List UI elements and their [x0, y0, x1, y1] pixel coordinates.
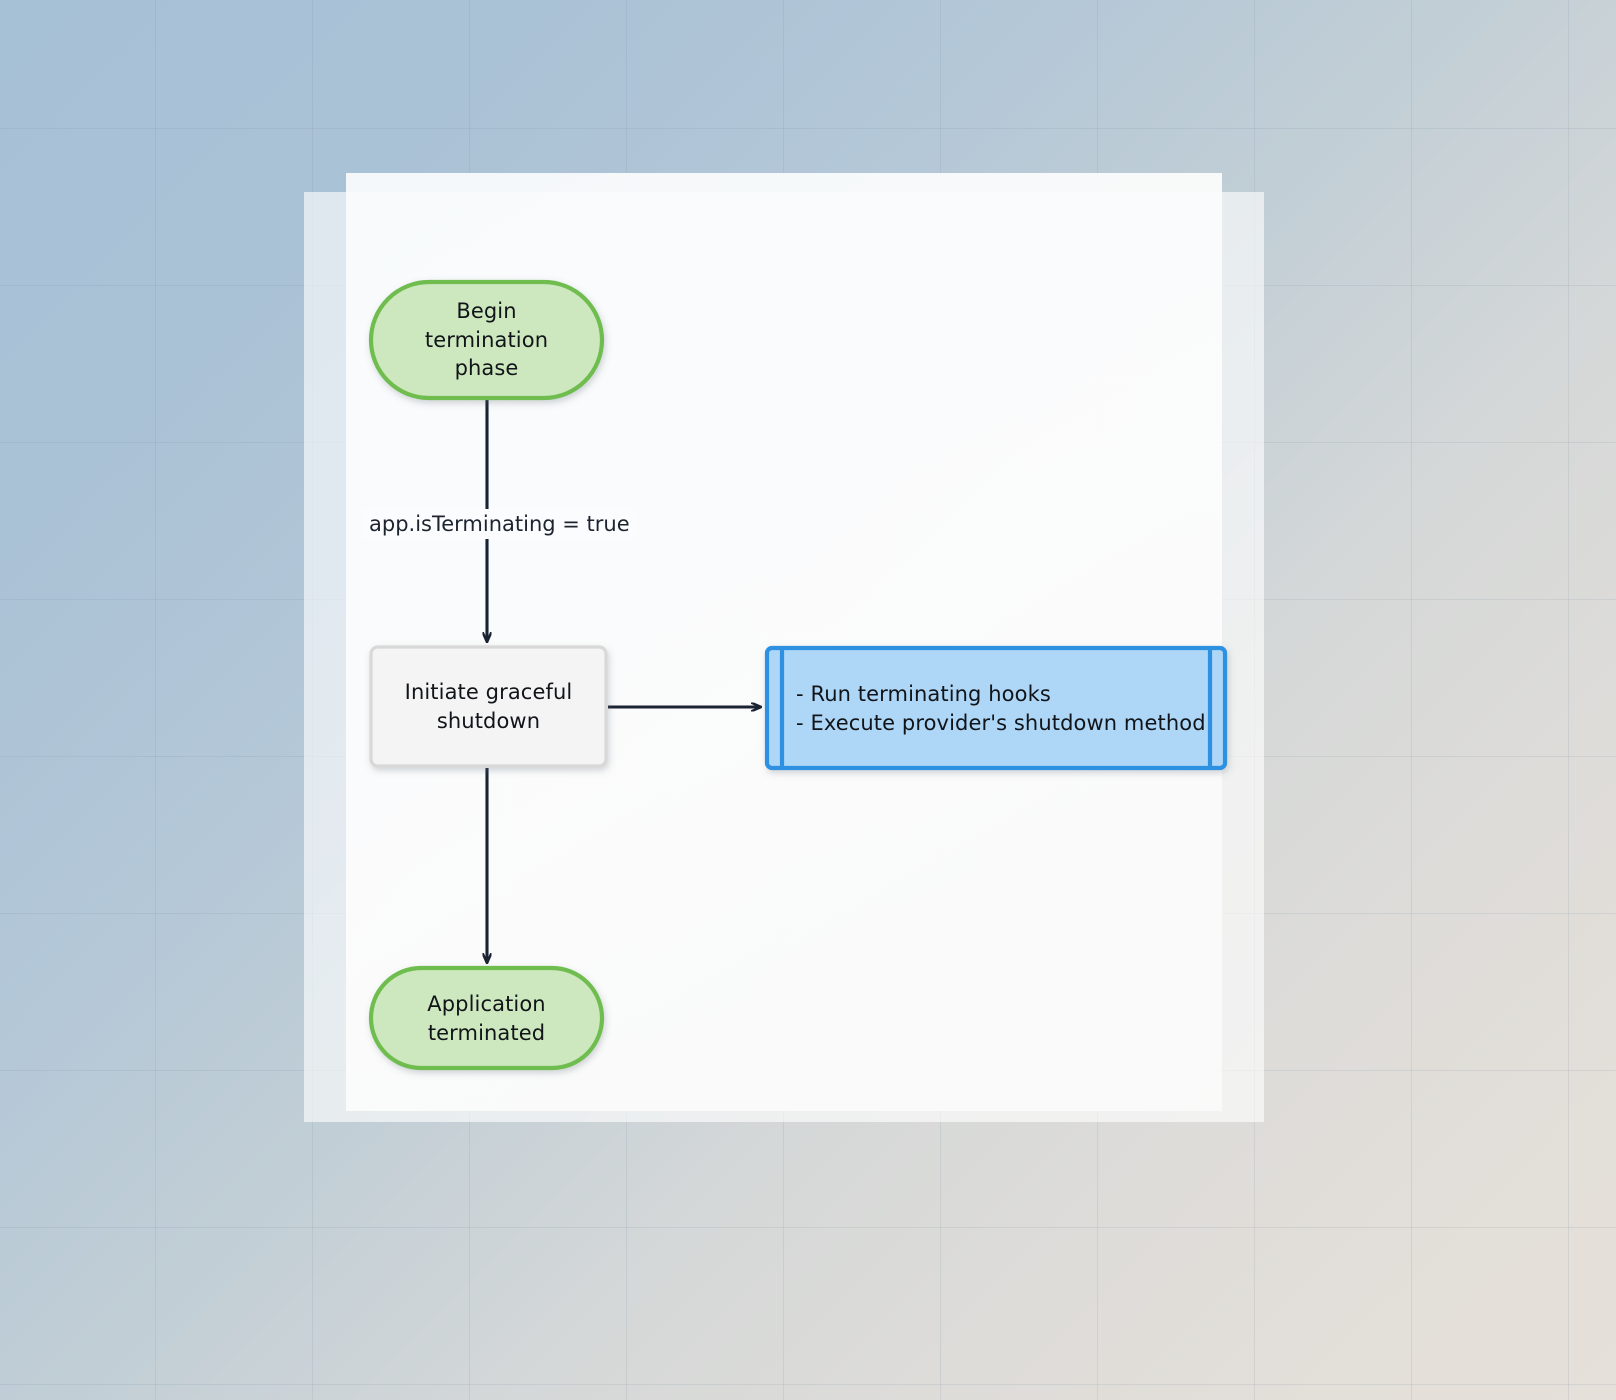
- edge-label-app-isterminating: app.isTerminating = true: [363, 509, 636, 539]
- diagram-canvas-panel: [346, 173, 1222, 1111]
